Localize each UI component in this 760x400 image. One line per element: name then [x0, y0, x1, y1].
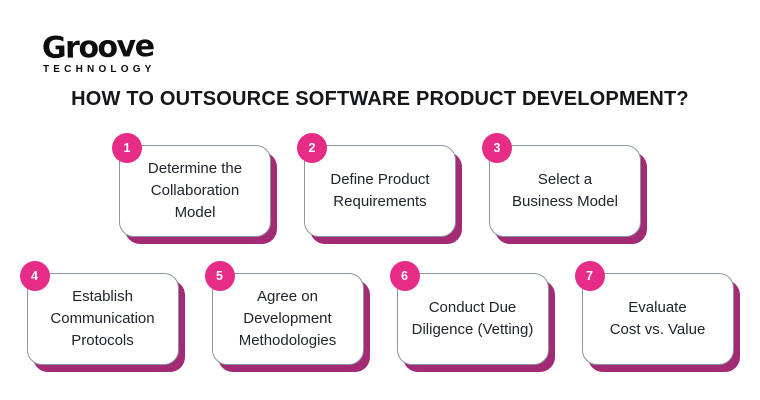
step-label: Agree on Development Methodologies	[238, 288, 337, 349]
step-card-5: 5 Agree on Development Methodologies	[204, 261, 364, 365]
groove-logo-brand-text: Groove	[41, 29, 154, 66]
page-title: HOW TO OUTSOURCE SOFTWARE PRODUCT DEVELO…	[71, 88, 689, 110]
step-number-badge: 5	[204, 261, 235, 291]
step-card-1: 1 Determine the Collaboration Model	[112, 133, 271, 237]
steps-row-bottom: 4 Establish Communication Protocols 5 Ag…	[0, 261, 760, 365]
step-number-badge: 6	[389, 261, 420, 291]
step-card-3: 3 Select a Business Model	[482, 133, 641, 237]
step-number-badge: 3	[482, 133, 512, 163]
step-label: Establish Communication Protocols	[50, 288, 155, 349]
groove-logo-subtext: TECHNOLOGY	[43, 64, 156, 75]
step-label: Determine the Collaboration Model	[147, 160, 243, 221]
step-label: Evaluate Cost vs. Value	[609, 299, 706, 338]
steps-row-top: 1 Determine the Collaboration Model 2 De…	[0, 133, 760, 237]
step-number-badge: 4	[19, 261, 50, 291]
step-card-2: 2 Define Product Requirements	[297, 133, 456, 237]
step-number-badge: 1	[112, 133, 142, 163]
step-card-7: 7 Evaluate Cost vs. Value	[574, 261, 734, 365]
step-number-badge: 2	[297, 133, 327, 163]
step-label: Select a Business Model	[512, 171, 618, 210]
groove-logo: Groove TECHNOLOGY	[40, 29, 156, 75]
step-label: Define Product Requirements	[330, 171, 430, 210]
step-card-6: 6 Conduct Due Diligence (Vetting)	[389, 261, 549, 365]
step-card-4: 4 Establish Communication Protocols	[19, 261, 179, 365]
step-number-badge: 7	[574, 261, 605, 291]
step-label: Conduct Due Diligence (Vetting)	[411, 299, 534, 338]
